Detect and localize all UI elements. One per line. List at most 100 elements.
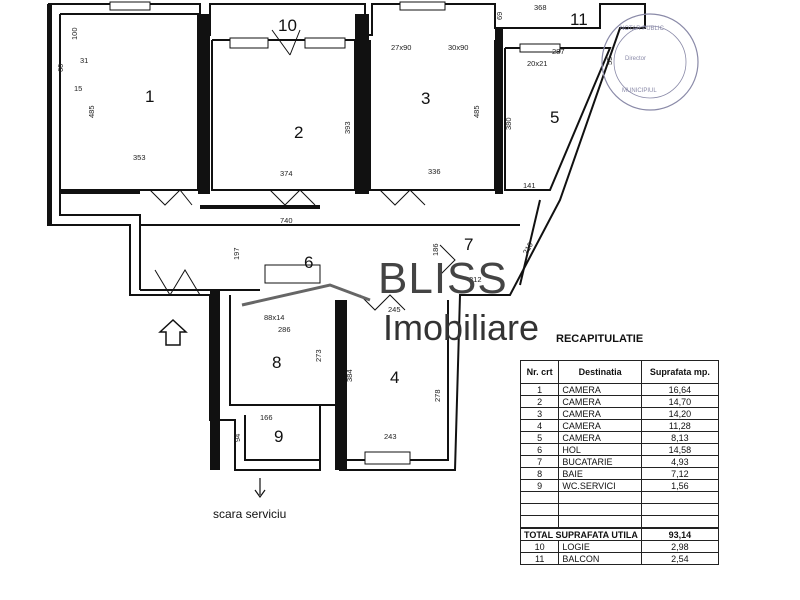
total-value: 93,14 bbox=[640, 527, 719, 541]
dimension: 60 bbox=[56, 64, 65, 72]
dimension: 69 bbox=[495, 12, 504, 20]
dimension: 384 bbox=[345, 369, 354, 382]
header-sup: Suprafata mp. bbox=[640, 360, 719, 384]
dimension: 273 bbox=[314, 349, 323, 362]
cell-sup: 7,12 bbox=[640, 467, 719, 480]
cell-sup: 14,20 bbox=[640, 407, 719, 420]
room-number: 5 bbox=[550, 108, 559, 127]
recap-header-row: Nr. crt Destinatia Suprafata mp. bbox=[519, 360, 719, 384]
dimension-labels: 100 60 31 15 485 353 374 393 27x90 30x90… bbox=[56, 3, 614, 442]
dimension: 197 bbox=[232, 247, 241, 260]
cell-nr: 1 bbox=[519, 383, 560, 396]
cell-dest: BAIE bbox=[558, 467, 642, 480]
cell-sup: 8,13 bbox=[640, 431, 719, 444]
dimension: 31 bbox=[80, 56, 88, 65]
dimension: 212 bbox=[469, 275, 482, 284]
stair-arrow-icon bbox=[254, 478, 266, 499]
dimension: 336 bbox=[428, 167, 441, 176]
stamp: NOTAR PUBLIC Director MUNICIPIUL bbox=[601, 13, 699, 111]
cell-dest: HOL bbox=[558, 443, 642, 456]
svg-text:Director: Director bbox=[625, 56, 646, 62]
dimension: 278 bbox=[433, 389, 442, 402]
cell-sup: 14,58 bbox=[640, 443, 719, 456]
dimension: 166 bbox=[260, 413, 273, 422]
room-number: 1 bbox=[145, 87, 154, 106]
dimension: 20x21 bbox=[527, 59, 547, 68]
header-dest: Destinatia bbox=[558, 360, 642, 384]
doors bbox=[149, 29, 456, 311]
recap-blank-row bbox=[519, 503, 719, 516]
cell-nr: 7 bbox=[519, 455, 560, 468]
cell-nr bbox=[519, 491, 560, 504]
cell-nr: 8 bbox=[519, 467, 560, 480]
dimension: 245 bbox=[388, 305, 401, 314]
cell-nr: 4 bbox=[519, 419, 560, 432]
recap-blank-row bbox=[519, 515, 719, 529]
room-number: 6 bbox=[304, 253, 313, 272]
watermark-line1: BLISS bbox=[378, 254, 508, 303]
cell-nr: 10 bbox=[519, 540, 560, 553]
recap-title: RECAPITULATIE bbox=[556, 333, 644, 345]
dimension: 485 bbox=[472, 105, 481, 118]
dimension: 186 bbox=[431, 243, 440, 256]
room-number: 10 bbox=[278, 16, 297, 35]
dimension: 368 bbox=[534, 3, 547, 12]
cell-sup bbox=[640, 503, 719, 516]
recap-blank-row bbox=[519, 491, 719, 504]
cell-dest: LOGIE bbox=[558, 540, 642, 553]
room-number: 4 bbox=[390, 368, 399, 387]
room-number: 2 bbox=[294, 123, 303, 142]
cell-nr: 2 bbox=[519, 395, 560, 408]
dimension: 210 bbox=[521, 241, 535, 256]
watermark-line2: Imobiliare bbox=[383, 307, 539, 348]
dimension: 393 bbox=[343, 121, 352, 134]
cell-dest bbox=[558, 503, 642, 516]
cell-dest bbox=[558, 515, 642, 529]
cell-sup: 4,93 bbox=[640, 455, 719, 468]
cell-dest: WC.SERVICI bbox=[558, 479, 642, 492]
cell-sup bbox=[640, 515, 719, 529]
room-number: 9 bbox=[274, 427, 283, 446]
dimension: 30x90 bbox=[448, 43, 468, 52]
dimension: 353 bbox=[133, 153, 146, 162]
header-nr: Nr. crt bbox=[519, 360, 560, 384]
dimension: 141 bbox=[523, 181, 536, 190]
dimension: 94 bbox=[233, 434, 242, 442]
room-number: 7 bbox=[464, 235, 473, 254]
svg-text:MUNICIPIUL: MUNICIPIUL bbox=[622, 88, 657, 94]
windows bbox=[109, 1, 561, 465]
room-number: 8 bbox=[272, 353, 281, 372]
cell-dest: BUCATARIE bbox=[558, 455, 642, 468]
svg-text:NOTAR PUBLIC: NOTAR PUBLIC bbox=[620, 26, 665, 32]
dimension: 15 bbox=[74, 84, 82, 93]
cell-dest: CAMERA bbox=[558, 431, 642, 444]
cell-nr: 6 bbox=[519, 443, 560, 456]
cell-sup: 2,98 bbox=[640, 540, 719, 553]
dimension: 100 bbox=[70, 27, 79, 40]
watermark: BLISS Imobiliare bbox=[241, 254, 539, 348]
dimension: 287 bbox=[552, 47, 565, 56]
dimension: 88x14 bbox=[264, 313, 284, 322]
cell-dest: CAMERA bbox=[558, 407, 642, 420]
cell-sup: 14,70 bbox=[640, 395, 719, 408]
cell-dest: BALCON bbox=[558, 552, 642, 565]
cell-dest: CAMERA bbox=[558, 395, 642, 408]
dimension: 27x90 bbox=[391, 43, 411, 52]
cell-sup: 16,64 bbox=[640, 383, 719, 396]
dimension: 55 bbox=[605, 57, 614, 65]
cell-nr bbox=[519, 515, 560, 529]
dimension: 740 bbox=[280, 216, 293, 225]
